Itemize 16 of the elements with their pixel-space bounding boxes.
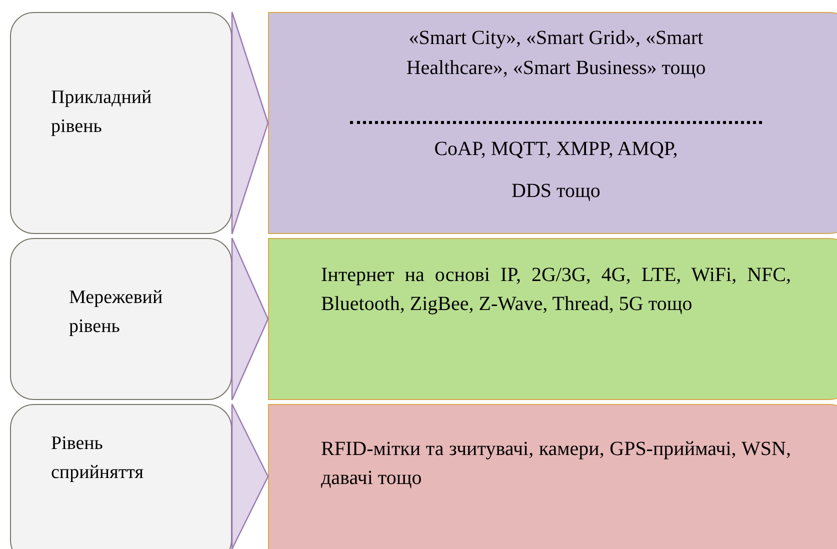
level-box [10,238,232,400]
level-box [10,12,232,234]
layer-examples: CoAP, MQTT, XMPP, AMQP, DDS тощо [433,137,679,204]
level-name: Рівень сприйняття [51,432,144,485]
chevron-arrow [231,403,269,549]
layer-examples: RFID-мітки та зчитувачі, камери, GPS-приймачі, WSN, давачі тощо [321,437,791,491]
layer-band [268,404,837,549]
layer-band [268,12,837,234]
chevron-arrow [231,11,269,235]
chevron-arrow [231,237,269,401]
layer-examples: «Smart City», «Smart Grid», «Smart Healthcare», «Smart Business» тощо [405,26,707,81]
level-box [10,404,232,549]
layer-examples: Інтернет на основі IP, 2G/3G, 4G, LTE, WiFi, NFC, Bluetooth, ZigBee, Z-Wave, Thread, 5G тощо [321,263,791,317]
level-name: Мережевий рівень [69,286,164,339]
level-name: Прикладний рівень [51,86,153,139]
layer-band [268,238,837,400]
